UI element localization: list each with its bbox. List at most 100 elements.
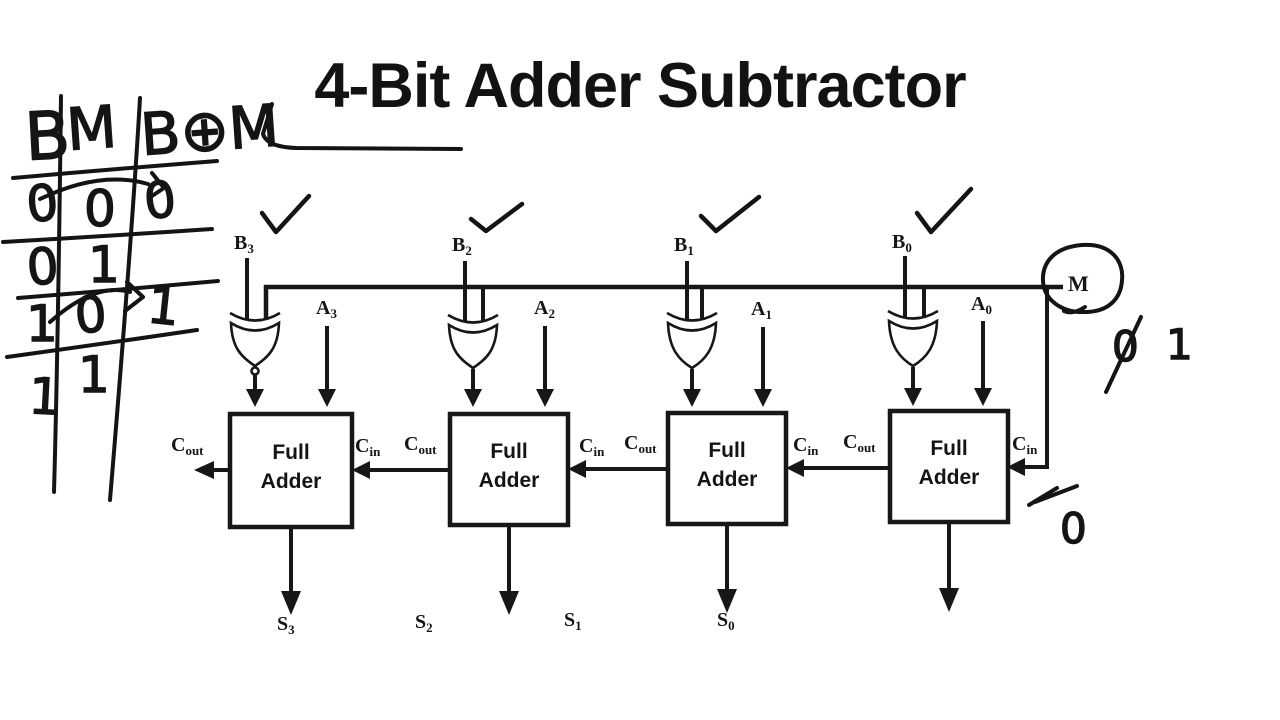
a0-arrowhead-icon: [974, 388, 992, 406]
label-s3: S3: [277, 613, 295, 637]
s0-arrowhead-icon: [939, 588, 959, 612]
label-b0-base: B: [892, 231, 906, 253]
a1-arrowhead-icon: [754, 389, 772, 407]
label-b1-sub: 1: [687, 243, 694, 258]
full-adder-0-line2: Adder: [918, 466, 980, 489]
label-cin-adder2: Cin: [579, 435, 604, 458]
label-a1-sub: 1: [765, 307, 772, 322]
label-cout-adder2-base: C: [404, 433, 419, 455]
s3-arrowhead-icon: [281, 591, 301, 615]
label-b2-base: B: [452, 234, 466, 256]
label-s1: S1: [564, 609, 582, 632]
hw-neq-slash-2: [1033, 484, 1079, 504]
xor-gate-3: [229, 311, 281, 376]
full-adder-box-1: [665, 410, 789, 527]
label-s1-base: S: [564, 609, 576, 631]
label-b1-base: B: [674, 234, 688, 256]
a3-arrowhead-icon: [318, 389, 336, 407]
hw-m-circle-tail: [1062, 305, 1087, 315]
label-cin-adder2-base: C: [579, 435, 594, 457]
label-cout-final-sub: out: [185, 443, 204, 458]
full-adder-text-0: Full Adder: [890, 434, 1008, 492]
hw-table-rowline-2: [1, 227, 214, 244]
checkmark-icon-b1: [698, 194, 762, 234]
label-cout-adder1-sub: out: [638, 441, 657, 456]
checkmark-icon-b0: [914, 186, 974, 235]
full-adder-3-line1: Full: [272, 441, 310, 464]
label-s3-sub: 3: [288, 622, 295, 637]
hw-one: 1: [1166, 320, 1193, 369]
label-cout-adder0: Cout: [843, 431, 876, 455]
m-to-cin-wire: [1025, 287, 1049, 469]
label-cout-adder0-base: C: [843, 431, 858, 453]
label-b1: B1: [674, 234, 694, 258]
carry-arrowhead-1to2-icon: [568, 460, 586, 478]
carry-arrowhead-0to1-icon: [786, 459, 804, 477]
a2-arrowhead-icon: [536, 389, 554, 407]
hw-table-header-m: M: [64, 93, 119, 164]
hw-cell-r1c1: 0: [24, 173, 61, 234]
label-a3-base: A: [316, 297, 331, 319]
full-adder-1-line1: Full: [708, 439, 746, 462]
label-a3: A3: [316, 297, 337, 321]
xor1-out-arrowhead-icon: [683, 389, 701, 407]
s1-arrowhead-icon: [717, 589, 737, 613]
cin3-arrowhead-icon: [1007, 458, 1025, 476]
label-b0: B0: [892, 231, 912, 255]
label-s2-sub: 2: [426, 620, 433, 635]
page-title: 4-Bit Adder Subtractor: [314, 51, 966, 121]
label-cout-adder0-sub: out: [857, 440, 876, 455]
xor-gate-1: [666, 311, 718, 370]
hw-table-header-b: B: [23, 97, 72, 176]
label-cout-adder2: Cout: [404, 433, 437, 456]
full-adder-text-2: Full Adder: [450, 437, 568, 495]
hw-table-divider-2: [108, 96, 142, 502]
label-s0: S0: [717, 609, 735, 632]
label-a3-sub: 3: [330, 306, 337, 321]
full-adder-2-line1: Full: [490, 440, 528, 463]
label-s2: S2: [415, 612, 433, 635]
checkmark-icon-b3: [259, 193, 312, 235]
label-b3: B3: [234, 232, 254, 256]
label-cin-adder0-sub: in: [1026, 442, 1038, 457]
hw-arrow-row1: [38, 177, 150, 201]
hw-m-circle: [1040, 242, 1125, 315]
xor-gate-0: [887, 309, 939, 368]
label-a0-sub: 0: [985, 302, 992, 317]
label-b0-sub: 0: [905, 240, 912, 255]
xor3-output-bubble-icon: [250, 366, 260, 376]
label-cin-adder3-sub: in: [369, 444, 381, 459]
full-adder-text-3: Full Adder: [230, 438, 352, 496]
label-a2: A2: [534, 298, 555, 321]
xor2-out-arrowhead-icon: [464, 389, 482, 407]
m-bus-wire: [263, 284, 1063, 320]
label-a2-sub: 2: [548, 306, 555, 321]
hw-title-underline: [261, 102, 463, 151]
hw-arrow-row3-head-icon: [123, 280, 145, 313]
label-cout-adder1-base: C: [624, 432, 639, 454]
full-adder-0-line1: Full: [930, 437, 968, 460]
checkmark-icon-b2: [468, 201, 525, 234]
label-b3-base: B: [234, 232, 248, 254]
label-b3-sub: 3: [247, 241, 254, 256]
full-adder-3-line2: Adder: [260, 470, 322, 493]
label-cin-adder3: Cin: [355, 436, 381, 459]
label-cin-adder1-base: C: [793, 434, 808, 456]
label-cout-adder1: Cout: [624, 432, 657, 456]
carry-arrowhead-2to3-icon: [352, 461, 370, 479]
full-adder-box-3: [227, 411, 355, 530]
label-a0-base: A: [971, 293, 986, 315]
xor-gate-2: [447, 313, 499, 370]
hw-arrow-row3: [48, 288, 132, 324]
label-m: M: [1068, 271, 1089, 296]
label-s3-base: S: [277, 613, 289, 635]
full-adder-1-line2: Adder: [696, 468, 758, 491]
hw-arrow-row1-head-icon: [147, 171, 166, 200]
hw-table-header-bxorm: B⊕M: [138, 91, 281, 168]
hw-cell-r3c3: 1: [145, 276, 183, 337]
hw-cell-r3c1: 1: [26, 295, 58, 353]
label-s0-base: S: [717, 609, 729, 631]
